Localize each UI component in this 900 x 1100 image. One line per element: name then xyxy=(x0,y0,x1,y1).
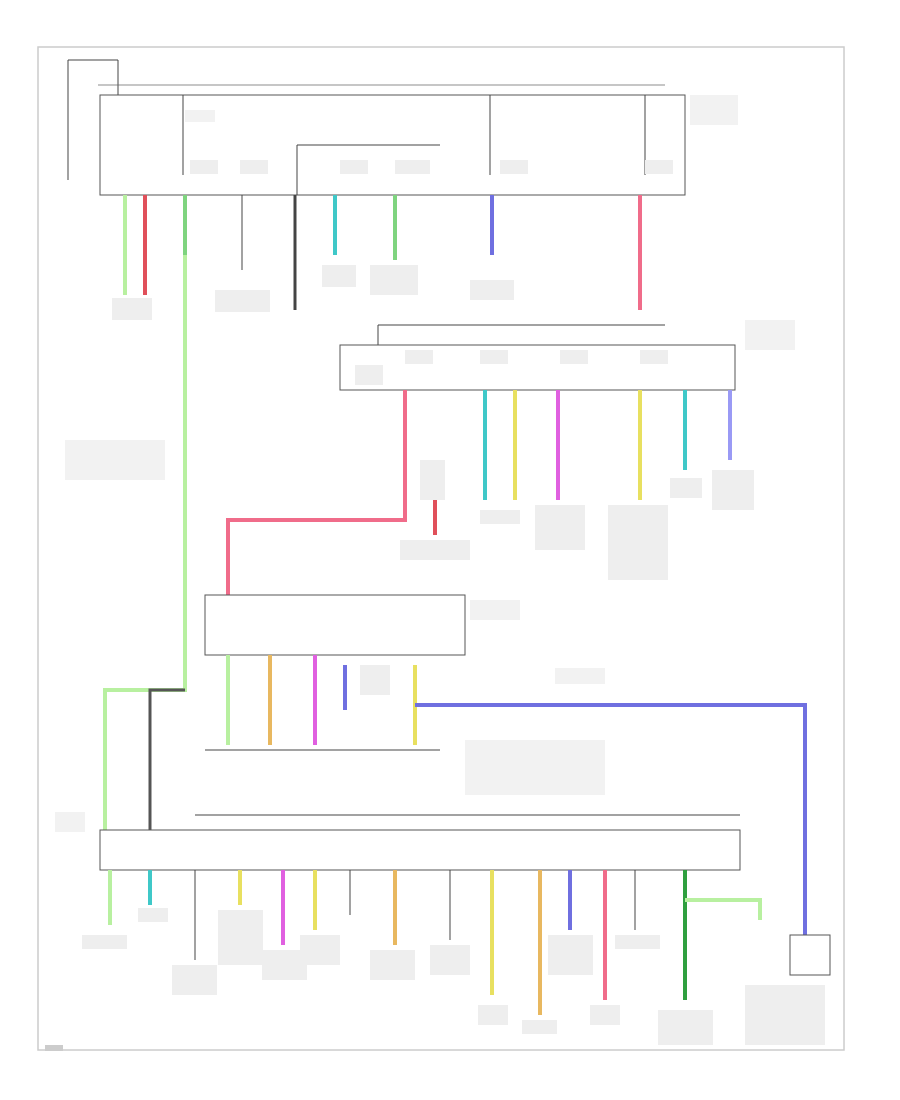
fuse-block-middle xyxy=(339,320,795,391)
ipdm-fuse-block-top xyxy=(99,94,738,196)
middle-fuse-outputs xyxy=(400,390,754,580)
fuse-block-bottom xyxy=(55,812,741,871)
blue-long-wire xyxy=(415,703,807,935)
pink-feed-wire xyxy=(226,515,407,595)
green-main-feed xyxy=(103,255,187,830)
side-note-block xyxy=(65,440,165,480)
relay-block-lower xyxy=(204,594,605,795)
bottom-fuse-outputs xyxy=(82,870,831,1045)
grey-branch-feed xyxy=(148,688,185,830)
diagram-border xyxy=(37,46,845,1051)
top-fuse-outputs xyxy=(112,195,642,320)
page-marker xyxy=(45,1045,63,1051)
